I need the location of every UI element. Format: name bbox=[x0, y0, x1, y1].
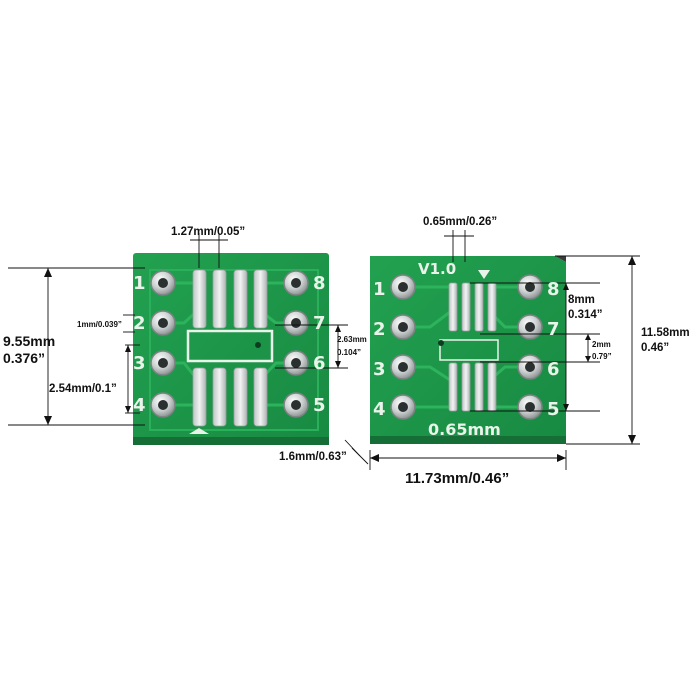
right-pin-label-8: 8 bbox=[547, 279, 560, 300]
dim-2-54mm: 2.54mm/0.1” bbox=[49, 383, 117, 395]
dim-0-376in: 0.376” bbox=[3, 350, 46, 366]
dim-8mm: 8mm bbox=[568, 294, 595, 306]
right-pin-label-5: 5 bbox=[547, 399, 560, 420]
right-adapter-board bbox=[370, 256, 566, 444]
right-board-pads bbox=[390, 274, 543, 420]
dim-9-55mm: 9.55mm bbox=[3, 333, 56, 349]
left-board-smd-strips bbox=[192, 269, 268, 427]
left-pin-label-4: 4 bbox=[133, 395, 146, 416]
right-board-corner bbox=[555, 256, 566, 262]
left-pin-label-7: 7 bbox=[313, 313, 326, 334]
right-board-smd-strips bbox=[448, 282, 497, 412]
right-board-version: V1.0 bbox=[418, 260, 457, 278]
left-board-ic-outline bbox=[186, 329, 274, 363]
left-board-marker bbox=[189, 428, 209, 434]
dim-1mm: 1mm/0.039” bbox=[77, 320, 122, 329]
dim-0-46in: 0.46” bbox=[641, 342, 670, 354]
left-pin-label-6: 6 bbox=[313, 353, 326, 374]
right-board-edge bbox=[370, 436, 566, 444]
left-board-edge bbox=[133, 437, 329, 445]
dim-0-104in: 0.104” bbox=[337, 348, 362, 357]
dim-2-63mm: 2.63mm bbox=[337, 335, 367, 344]
dim-1-6mm: 1.6mm/0.63” bbox=[279, 451, 347, 463]
right-board-pin1-dot bbox=[438, 340, 444, 346]
right-pin-label-4: 4 bbox=[373, 399, 386, 420]
left-pin-label-3: 3 bbox=[133, 353, 146, 374]
dim-11-58mm: 11.58mm bbox=[641, 327, 690, 339]
left-board-pin1-dot bbox=[255, 342, 261, 348]
right-board-marker bbox=[478, 270, 490, 279]
right-pin-label-6: 6 bbox=[547, 359, 560, 380]
dim-11-73mm: 11.73mm/0.46” bbox=[405, 470, 510, 487]
left-adapter-board bbox=[133, 253, 329, 445]
dim-0-79in: 0.79” bbox=[592, 352, 612, 361]
dimension-arrows bbox=[44, 256, 636, 462]
right-pin-label-2: 2 bbox=[373, 319, 386, 340]
right-pin-label-7: 7 bbox=[547, 319, 560, 340]
dim-2mm: 2mm bbox=[592, 340, 611, 349]
left-pin-label-5: 5 bbox=[313, 395, 326, 416]
left-board-substrate bbox=[133, 253, 329, 445]
right-board-substrate bbox=[370, 256, 566, 444]
dim-0-65mm: 0.65mm/0.26” bbox=[423, 216, 498, 228]
left-pin-label-1: 1 bbox=[133, 273, 146, 294]
right-pin-label-3: 3 bbox=[373, 359, 386, 380]
dim-1-27mm: 1.27mm/0.05” bbox=[171, 226, 246, 238]
dim-0-314in: 0.314” bbox=[568, 309, 603, 321]
left-pin-label-2: 2 bbox=[133, 313, 146, 334]
left-pin-label-8: 8 bbox=[313, 273, 326, 294]
right-pin-label-1: 1 bbox=[373, 279, 386, 300]
right-board-ic-outline bbox=[439, 339, 499, 361]
right-board-pitch-label: 0.65mm bbox=[428, 420, 501, 439]
left-board-pads bbox=[150, 270, 309, 418]
